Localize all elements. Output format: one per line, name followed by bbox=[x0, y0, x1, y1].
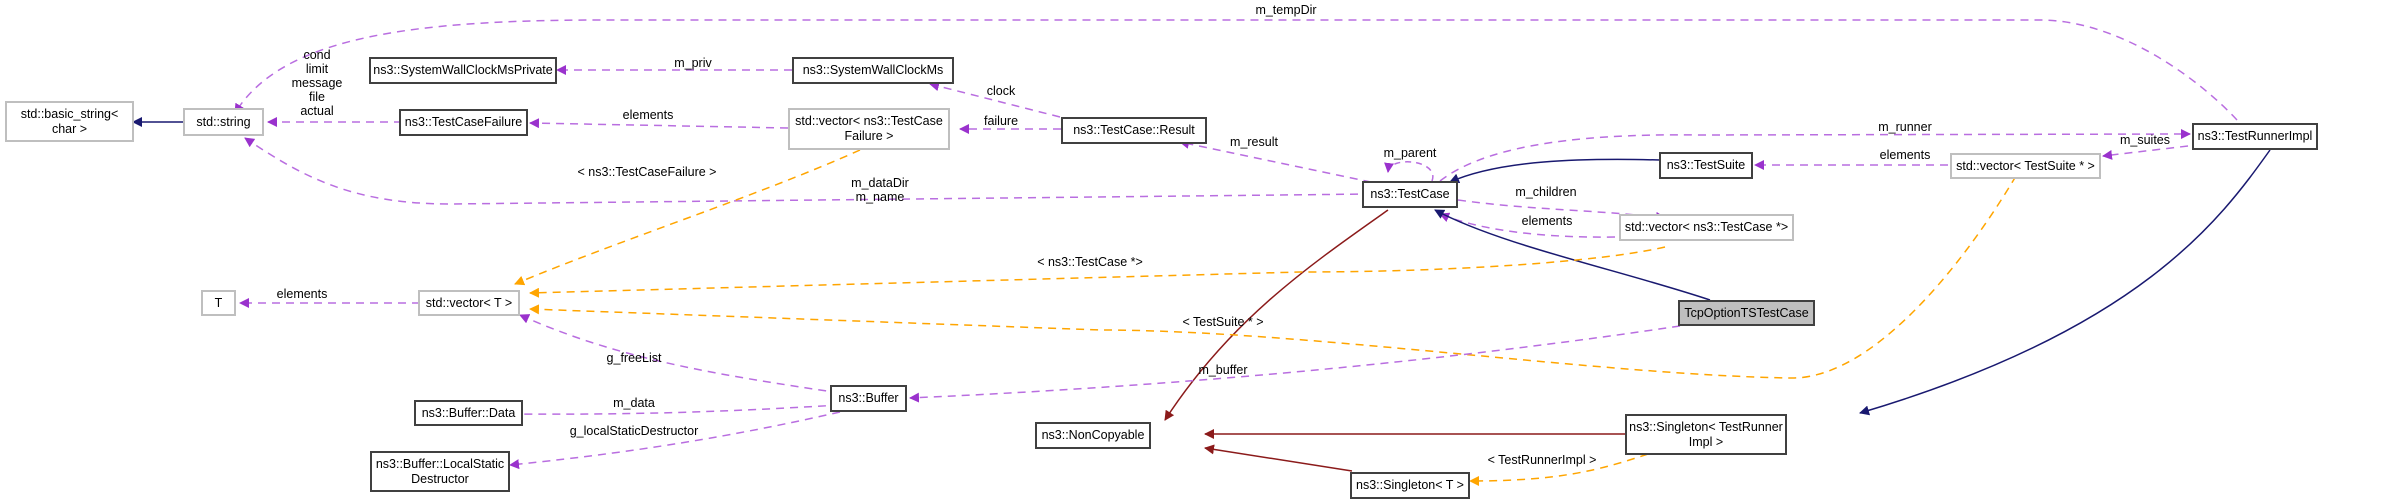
label-tmpl-runner: < TestRunnerImpl > bbox=[1487, 453, 1597, 467]
label-tmpl-testsuite: < TestSuite * > bbox=[1182, 315, 1264, 329]
node-singleton-runner[interactable]: ns3::Singleton< TestRunner Impl > bbox=[1625, 414, 1787, 455]
edge-tmpl-testcase bbox=[529, 246, 1666, 298]
label-failure: failure bbox=[983, 114, 1019, 128]
node-tcpoption-tstestcase[interactable]: TcpOptionTSTestCase bbox=[1678, 300, 1815, 326]
edge-m-parent bbox=[1384, 161, 1434, 182]
node-vector-failure[interactable]: std::vector< ns3::TestCase Failure > bbox=[788, 108, 950, 150]
label-m-buffer: m_buffer bbox=[1198, 363, 1248, 377]
label-tmpl-testcase: < ns3::TestCase *> bbox=[1037, 255, 1143, 269]
node-buffer[interactable]: ns3::Buffer bbox=[830, 385, 907, 412]
label-m-data: m_data bbox=[613, 396, 655, 410]
label-m-parent: m_parent bbox=[1383, 146, 1437, 160]
label-suite-elements: elements bbox=[1879, 148, 1931, 162]
node-wallclock[interactable]: ns3::SystemWallClockMs bbox=[792, 57, 954, 84]
edge-m-suites bbox=[2102, 145, 2189, 160]
node-string[interactable]: std::string bbox=[183, 108, 264, 136]
node-t[interactable]: T bbox=[201, 290, 236, 316]
label-g-localstaticdestructor: g_localStaticDestructor bbox=[569, 424, 699, 438]
edge-m-data bbox=[492, 404, 841, 420]
node-vector-suite[interactable]: std::vector< TestSuite * > bbox=[1950, 153, 2101, 179]
node-buffer-data[interactable]: ns3::Buffer::Data bbox=[414, 400, 523, 426]
edge-failure-elements bbox=[529, 118, 789, 129]
edge-m-tempdir bbox=[234, 19, 2238, 121]
node-testcase[interactable]: ns3::TestCase bbox=[1362, 181, 1458, 208]
label-m-runner: m_runner bbox=[1878, 120, 1932, 134]
label-g-freelist: g_freeList bbox=[606, 351, 662, 365]
edge-tmpl-testsuite bbox=[529, 175, 2017, 379]
label-clock: clock bbox=[986, 84, 1016, 98]
edge-tcpoption-inherits-testcase bbox=[1434, 209, 1711, 301]
node-testrunnerimpl[interactable]: ns3::TestRunnerImpl bbox=[2192, 123, 2318, 150]
label-tmpl-failure: < ns3::TestCaseFailure > bbox=[577, 165, 717, 179]
node-buffer-lsd[interactable]: ns3::Buffer::LocalStatic Destructor bbox=[370, 451, 510, 492]
edge-runner-inherits-singleton bbox=[1859, 149, 2271, 416]
edge-tmpl-runner bbox=[1469, 453, 1649, 486]
label-testcase-elements: elements bbox=[1521, 214, 1573, 228]
node-noncopyable[interactable]: ns3::NonCopyable bbox=[1035, 422, 1151, 449]
edge-g-localstaticdestructor bbox=[509, 411, 841, 470]
node-vector-testcase[interactable]: std::vector< ns3::TestCase *> bbox=[1619, 214, 1794, 241]
label-failure-elements: elements bbox=[622, 108, 674, 122]
edge-m-datadir-name bbox=[244, 137, 1373, 205]
node-wallclock-private[interactable]: ns3::SystemWallClockMsPrivate bbox=[369, 57, 557, 84]
edge-testsuite-inherits-testcase bbox=[1449, 158, 1661, 183]
label-m-children: m_children bbox=[1515, 185, 1577, 199]
edge-tmpl-failure bbox=[514, 149, 861, 286]
node-vector-t[interactable]: std::vector< T > bbox=[418, 290, 520, 316]
label-m-tempdir: m_tempDir bbox=[1255, 3, 1317, 17]
label-m-result: m_result bbox=[1230, 135, 1278, 149]
edge-m-result bbox=[1179, 138, 1386, 186]
node-testcase-result[interactable]: ns3::TestCase::Result bbox=[1061, 117, 1207, 144]
edge-singleton-t-noncopyable bbox=[1204, 444, 1353, 472]
label-m-datadir-name: m_dataDir m_name bbox=[851, 176, 909, 204]
node-testcase-failure[interactable]: ns3::TestCaseFailure bbox=[399, 109, 528, 136]
label-m-suites: m_suites bbox=[2119, 133, 2171, 147]
edge-m-buffer bbox=[909, 325, 1681, 403]
node-testsuite[interactable]: ns3::TestSuite bbox=[1659, 152, 1753, 179]
label-string-fields: cond limit message file actual bbox=[291, 48, 343, 118]
label-m-priv: m_priv bbox=[674, 56, 712, 70]
node-basic-string[interactable]: std::basic_string< char > bbox=[5, 101, 134, 142]
edge-testcase-noncopyable bbox=[1164, 209, 1389, 421]
label-t-elements: elements bbox=[276, 287, 328, 301]
node-singleton-t[interactable]: ns3::Singleton< T > bbox=[1350, 472, 1470, 499]
edge-g-freelist bbox=[519, 314, 841, 394]
